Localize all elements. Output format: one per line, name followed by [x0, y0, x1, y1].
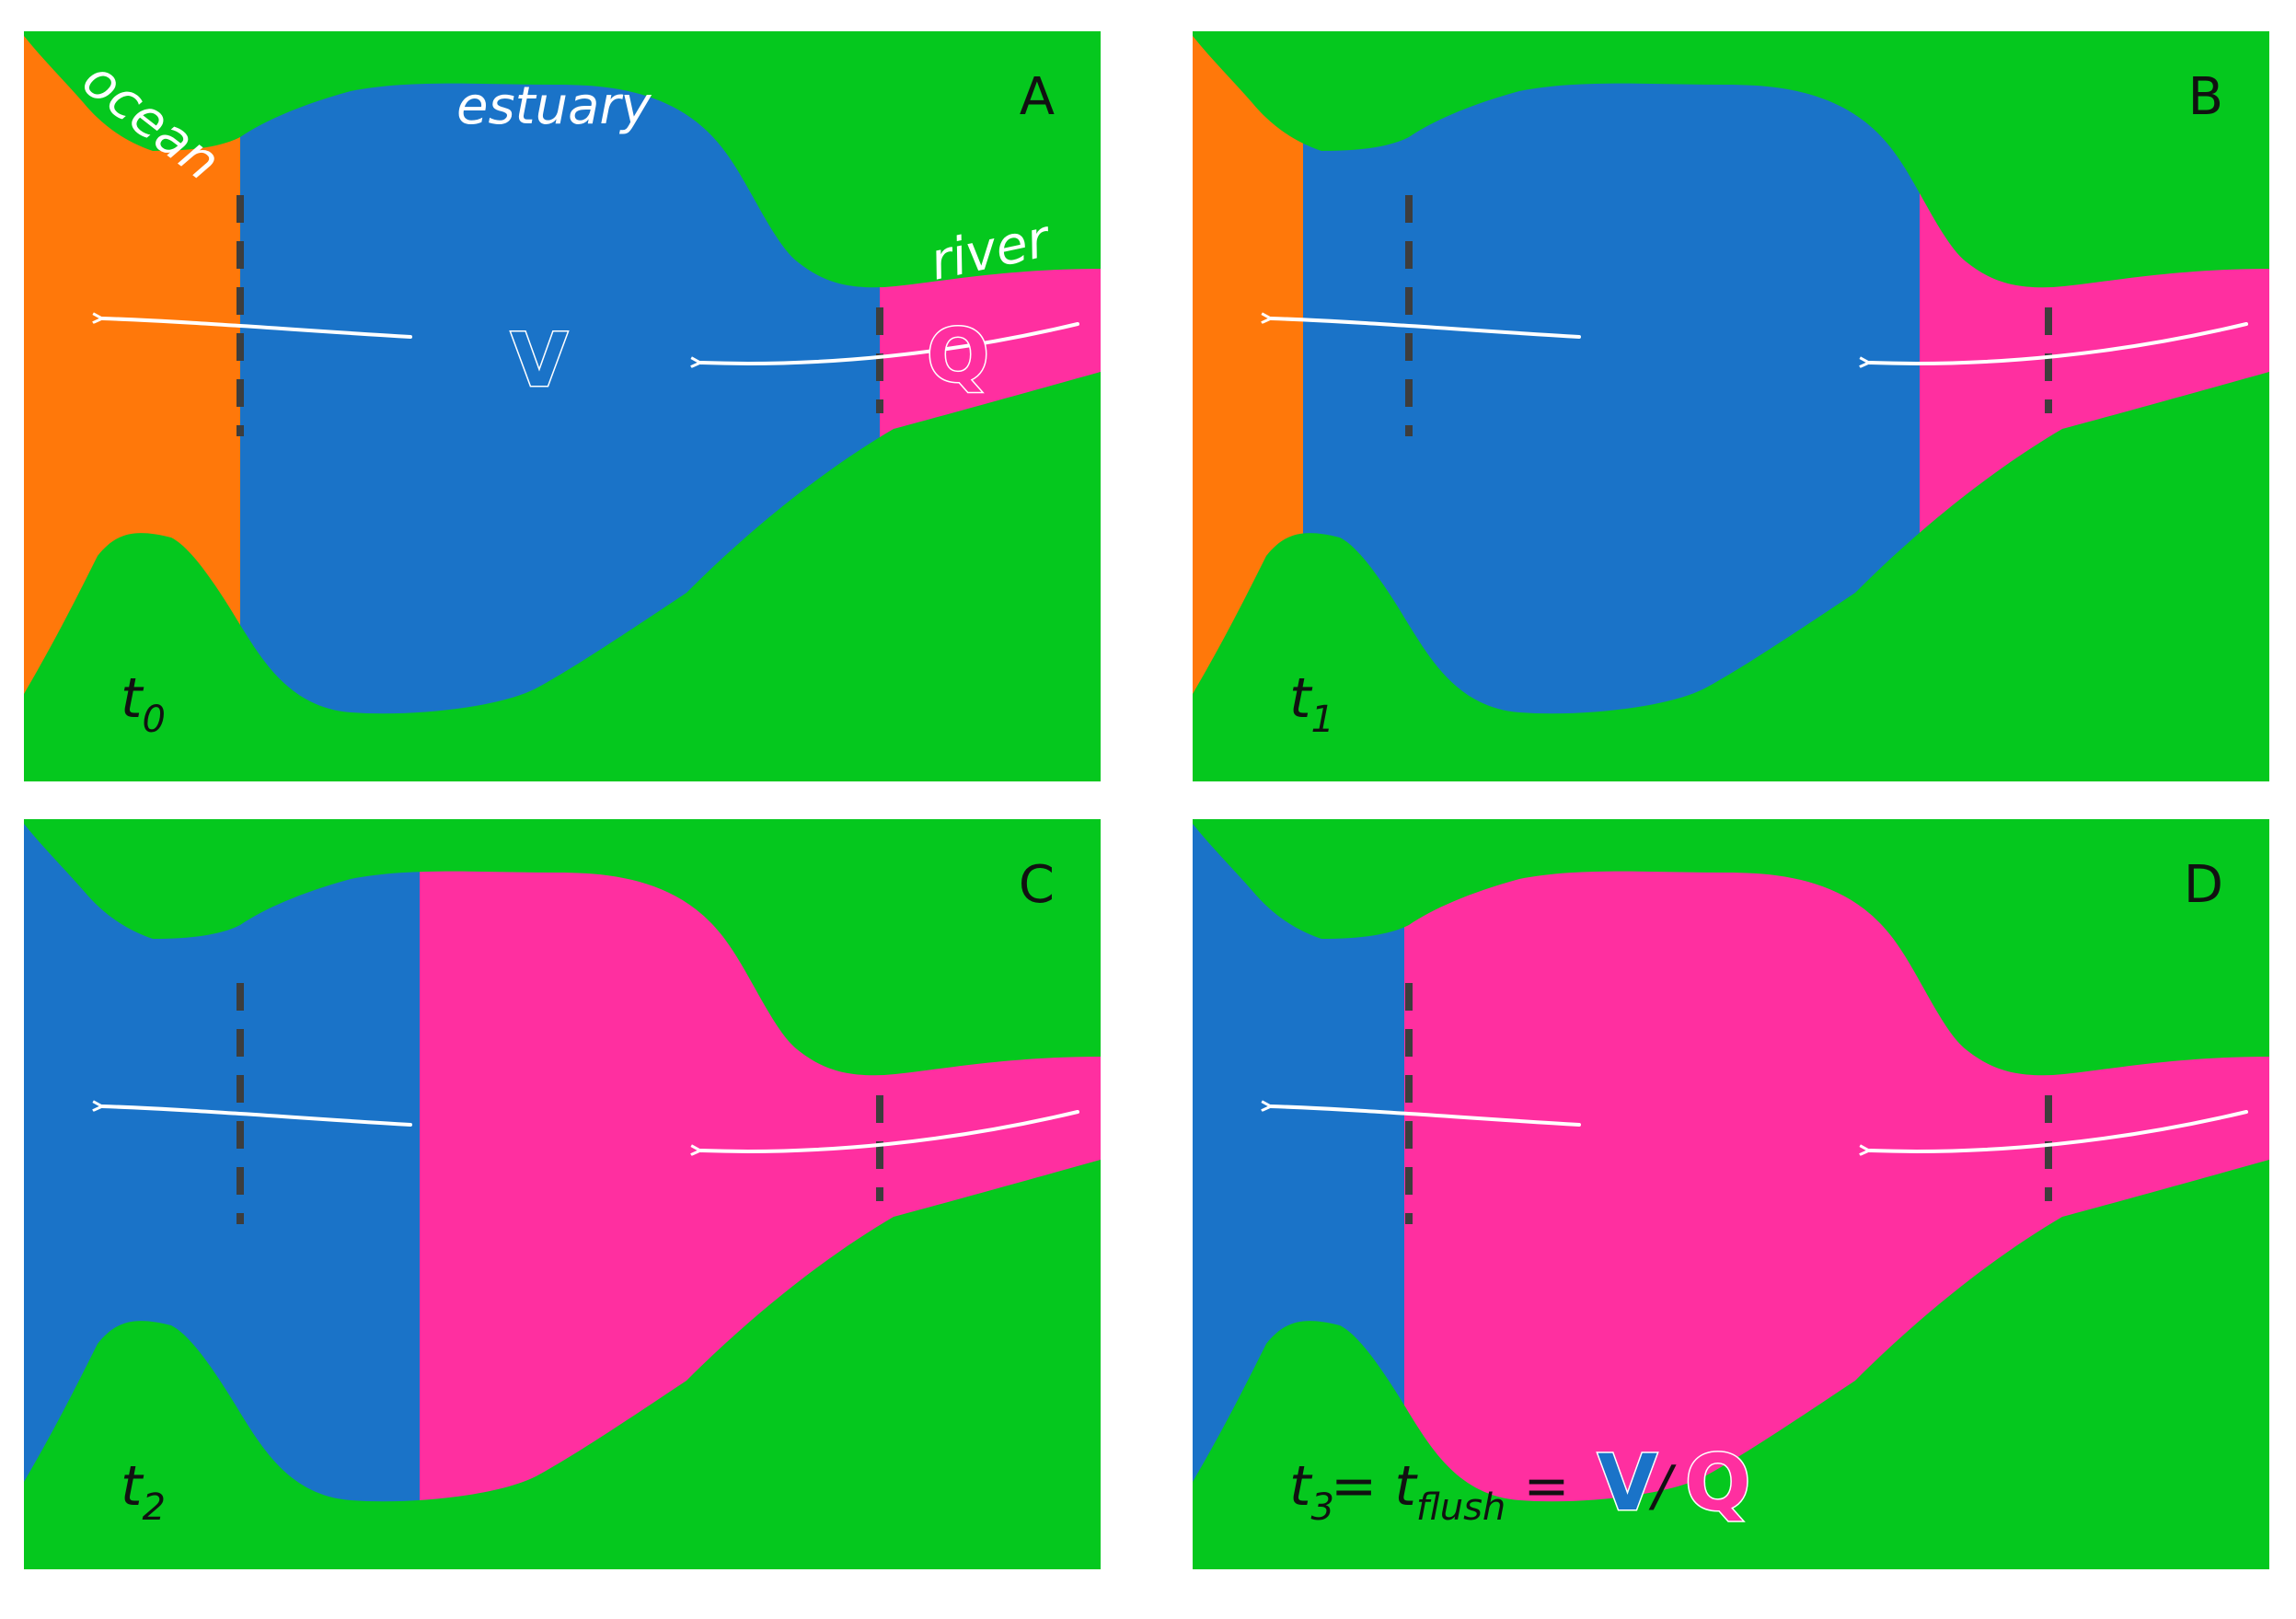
time-label: t2: [121, 1454, 166, 1529]
formula-flow: Q: [1685, 1438, 1750, 1528]
outflow-arrow: [102, 318, 412, 339]
flush-formula: = tflush =: [1331, 1454, 1570, 1529]
land-south: [24, 1160, 1101, 1569]
panel-letter: C: [1019, 855, 1055, 915]
land-north: [1193, 31, 2269, 288]
panel-b: Bt1: [1193, 31, 2269, 781]
formula-volume: V: [1598, 1438, 1657, 1528]
land-south: [1193, 1160, 2269, 1569]
estuary-label: estuary: [456, 76, 652, 136]
land-north: [24, 31, 1101, 288]
land-north: [1193, 819, 2269, 1076]
outflow-arrow: [102, 1106, 412, 1127]
inflow-arrow: [700, 322, 1079, 364]
flow-symbol: Q: [927, 313, 989, 399]
inflow-arrow: [1869, 1110, 2248, 1151]
time-label: t1: [1289, 666, 1334, 741]
panel-d: Dt3 = tflush = V/Q: [1193, 819, 2269, 1569]
land-south: [1193, 372, 2269, 781]
panel-letter: A: [1020, 67, 1055, 127]
panel-c: Ct2: [24, 819, 1101, 1569]
inflow-arrow: [700, 1110, 1079, 1151]
panel-letter: B: [2188, 67, 2223, 127]
time-label: t0: [121, 666, 166, 741]
panel-letter: D: [2184, 855, 2223, 915]
outflow-arrow: [1271, 1106, 1581, 1127]
land-north: [24, 819, 1101, 1076]
volume-symbol: V: [511, 318, 568, 403]
time-label: t3: [1289, 1454, 1334, 1529]
land-south: [24, 372, 1101, 781]
inflow-arrow: [1869, 322, 2248, 364]
outflow-arrow: [1271, 318, 1581, 339]
